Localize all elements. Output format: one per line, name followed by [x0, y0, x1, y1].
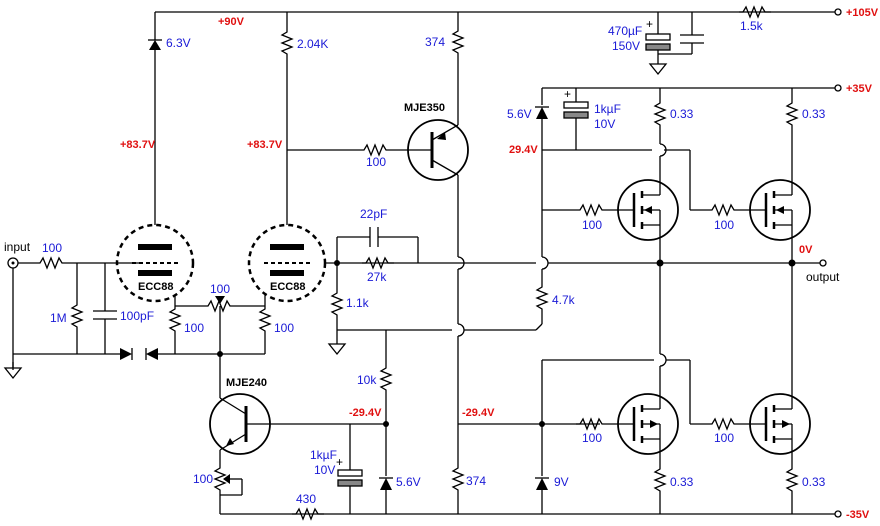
r-033-b — [786, 99, 798, 129]
svg-text:100: 100 — [193, 472, 213, 486]
r-k1 — [169, 305, 181, 335]
svg-text:1kµF: 1kµF — [594, 102, 621, 116]
r-033-d — [786, 465, 798, 495]
svg-text:2.04K: 2.04K — [297, 37, 328, 51]
rail-105v-label: +105V — [846, 7, 879, 19]
svg-text:+83.7V: +83.7V — [247, 139, 283, 151]
svg-text:374: 374 — [425, 35, 445, 49]
input-port[interactable]: input — [4, 240, 31, 379]
q-mje240: MJE240 — [209, 377, 271, 455]
r-374-top — [452, 27, 464, 57]
svg-text:+: + — [336, 455, 343, 469]
svg-text:27k: 27k — [367, 270, 387, 284]
r-fb-gnd — [331, 289, 343, 319]
svg-text:1.5k: 1.5k — [740, 19, 764, 33]
r-grid — [71, 301, 83, 331]
svg-text:0.33: 0.33 — [802, 107, 826, 121]
svg-text:100: 100 — [274, 321, 294, 335]
svg-text:374: 374 — [466, 474, 486, 488]
svg-text:100: 100 — [42, 241, 62, 255]
svg-text:430: 430 — [296, 492, 316, 506]
r-374-bot — [452, 464, 464, 494]
svg-text:100: 100 — [366, 155, 386, 169]
svg-text:4.7k: 4.7k — [552, 293, 576, 307]
svg-text:10V: 10V — [314, 463, 335, 477]
output-label: output — [806, 270, 840, 284]
r-033-a — [654, 99, 666, 129]
r-4-7k — [536, 283, 548, 313]
r-gate-2 — [707, 204, 741, 216]
svg-text:100pF: 100pF — [120, 309, 154, 323]
tube-2: ECC88 — [247, 223, 327, 303]
r-10k — [380, 364, 392, 394]
output-port[interactable] — [819, 259, 827, 267]
svg-text:6.3V: 6.3V — [166, 36, 191, 50]
svg-text:0.33: 0.33 — [670, 475, 694, 489]
rail-35v-neg-label: -35V — [846, 509, 870, 521]
tube-2-label: ECC88 — [270, 281, 305, 293]
svg-text:22pF: 22pF — [360, 207, 387, 221]
svg-text:1.1k: 1.1k — [346, 296, 370, 310]
r-k2 — [259, 305, 271, 335]
svg-text:470µF: 470µF — [608, 24, 642, 38]
svg-text:9V: 9V — [554, 475, 569, 489]
svg-text:1M: 1M — [50, 311, 67, 325]
tube-1-label: ECC88 — [138, 281, 173, 293]
svg-text:0V: 0V — [799, 244, 813, 256]
svg-text:10V: 10V — [594, 117, 615, 131]
r-gate-4 — [707, 418, 741, 430]
q-mje350-label: MJE350 — [404, 102, 445, 114]
rail-35v-neg: -35V — [220, 509, 870, 521]
svg-text:29.4V: 29.4V — [509, 144, 538, 156]
svg-text:+: + — [646, 17, 653, 31]
svg-text:100: 100 — [582, 431, 602, 445]
svg-text:150V: 150V — [612, 39, 640, 53]
r-033-c — [654, 465, 666, 495]
q-mje350: MJE350 — [404, 102, 469, 181]
svg-text:100: 100 — [210, 282, 230, 296]
svg-text:0.33: 0.33 — [670, 107, 694, 121]
rail-90v-label: +90V — [218, 16, 245, 28]
tube-1: ECC88 — [115, 223, 195, 303]
r-base-top — [359, 144, 393, 156]
svg-text:100: 100 — [582, 218, 602, 232]
svg-text:-29.4V: -29.4V — [462, 407, 495, 419]
svg-text:5.6V: 5.6V — [507, 107, 532, 121]
svg-text:-29.4V: -29.4V — [349, 407, 382, 419]
r-in — [35, 257, 69, 269]
svg-text:100: 100 — [714, 218, 734, 232]
svg-text:100: 100 — [714, 431, 734, 445]
rail-35v-pos-label: +35V — [846, 83, 873, 95]
svg-text:0.33: 0.33 — [802, 475, 826, 489]
r-plate2 — [281, 28, 293, 58]
svg-text:5.6V: 5.6V — [396, 475, 421, 489]
rail-35v-pos: +35V — [542, 83, 873, 95]
q-mje240-label: MJE240 — [226, 377, 267, 389]
input-label: input — [4, 240, 31, 254]
svg-text:100: 100 — [184, 321, 204, 335]
rail-105v: +105V — [155, 7, 879, 19]
r-gate-1 — [575, 204, 609, 216]
svg-text:+83.7V: +83.7V — [120, 139, 156, 151]
svg-text:+: + — [564, 87, 571, 101]
svg-text:10k: 10k — [357, 373, 377, 387]
svg-text:1kµF: 1kµF — [310, 448, 337, 462]
